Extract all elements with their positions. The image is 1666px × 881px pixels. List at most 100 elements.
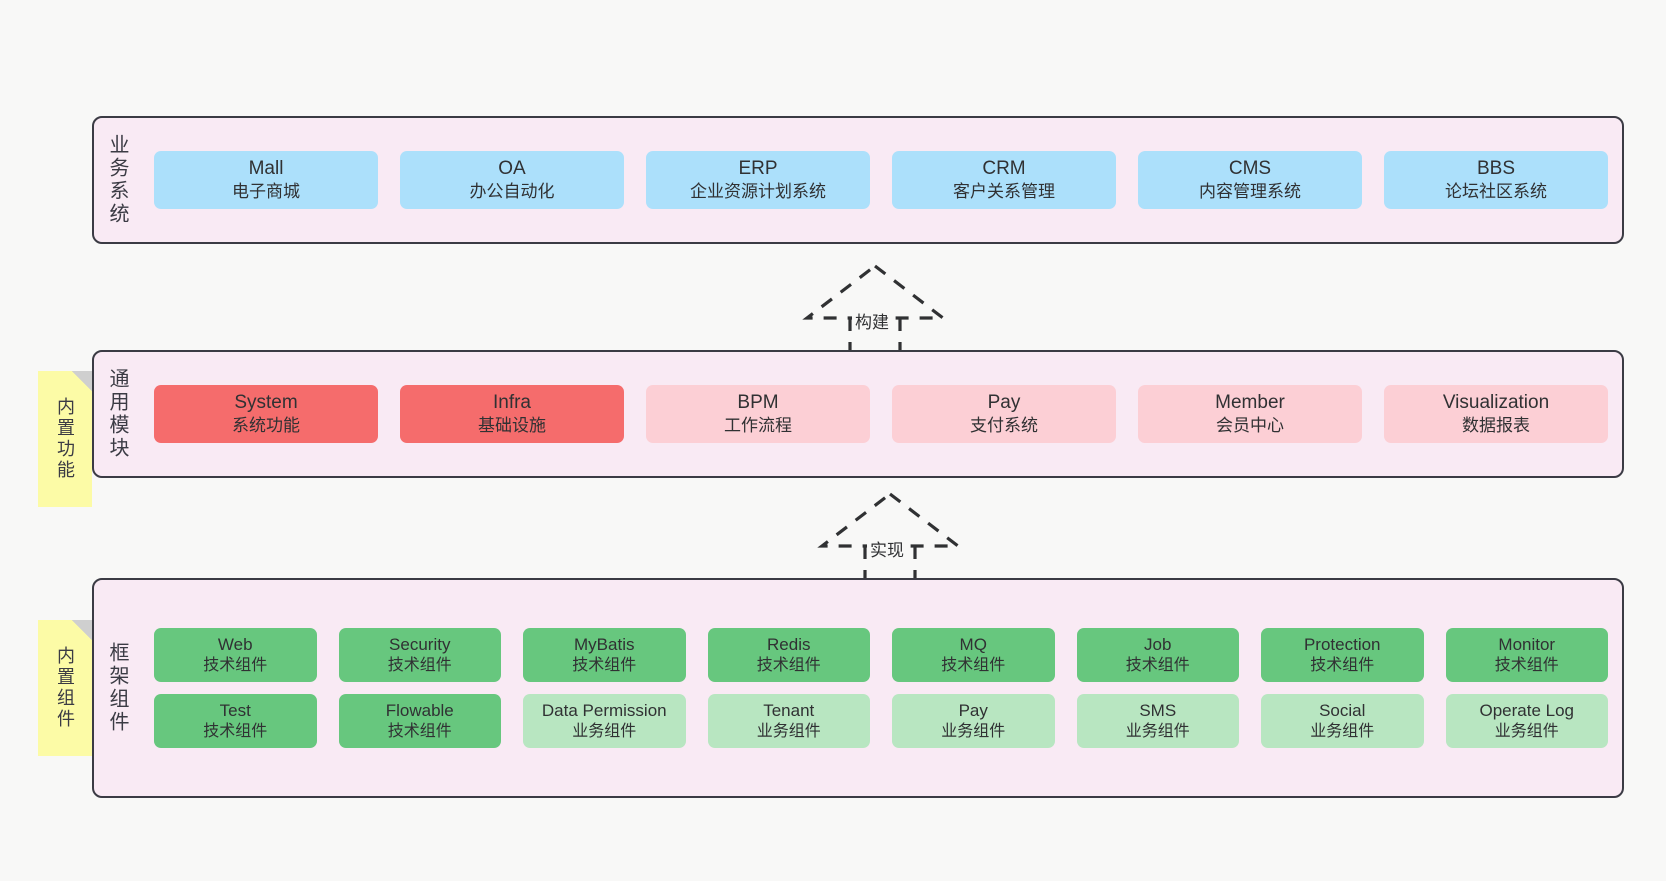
card-bpm[interactable]: BPM 工作流程 — [646, 384, 870, 444]
card-title-cn: 技术组件 — [1310, 656, 1375, 674]
card-title-en: Monitor — [1498, 634, 1556, 654]
card-title-en: MQ — [959, 634, 987, 654]
card-infra[interactable]: Infra 基础设施 — [400, 384, 624, 444]
card-title-cn: 业务组件 — [756, 722, 821, 740]
card-oa[interactable]: OA 办公自动化 — [400, 150, 624, 210]
card-flowable[interactable]: Flowable 技术组件 — [338, 694, 501, 749]
card-title-en: Flowable — [385, 701, 454, 720]
card-title-cn: 会员中心 — [1216, 416, 1284, 436]
card-title-en: Mall — [248, 157, 284, 179]
card-protection[interactable]: Protection 技术组件 — [1261, 627, 1424, 682]
arrow-stem — [848, 318, 902, 354]
card-title-cn: 技术组件 — [387, 656, 452, 674]
card-title-en: BBS — [1476, 157, 1516, 179]
card-mybatis[interactable]: MyBatis 技术组件 — [523, 627, 686, 682]
card-title-cn: 业务组件 — [1310, 722, 1375, 740]
card-title-en: CMS — [1228, 157, 1272, 179]
card-title-en: System — [234, 391, 298, 413]
card-title-en: MyBatis — [574, 634, 635, 654]
card-title-en: Operate Log — [1479, 701, 1574, 720]
card-tenant[interactable]: Tenant 业务组件 — [707, 694, 870, 749]
card-title-cn: 企业资源计划系统 — [690, 182, 826, 202]
card-title-en: Job — [1144, 634, 1172, 654]
card-row: Test 技术组件 Flowable 技术组件 Data Permission … — [154, 694, 1608, 749]
layer-framework-components: 框架组件 Web 技术组件 Security 技术组件 MyBatis 技术组件 — [92, 578, 1624, 798]
layer-business-systems: 业务系统 Mall 电子商城 OA 办公自动化 ERP 企业资源计划系统 — [92, 116, 1624, 244]
card-title-cn: 数据报表 — [1462, 416, 1530, 436]
card-title-cn: 办公自动化 — [469, 182, 555, 202]
connector-build: 构建 — [800, 262, 950, 354]
card-operate-log[interactable]: Operate Log 业务组件 — [1445, 694, 1608, 749]
layer-title-framework-components: 框架组件 — [106, 642, 128, 734]
card-data-permission[interactable]: Data Permission 业务组件 — [523, 694, 686, 749]
card-title-cn: 技术组件 — [1125, 656, 1190, 674]
card-title-en: Social — [1319, 701, 1366, 720]
card-mq[interactable]: MQ 技术组件 — [892, 627, 1055, 682]
card-title-cn: 内容管理系统 — [1199, 182, 1301, 202]
card-title-cn: 工作流程 — [724, 416, 792, 436]
card-row: Web 技术组件 Security 技术组件 MyBatis 技术组件 Redi… — [154, 627, 1608, 682]
card-title-en: Data Permission — [541, 701, 667, 720]
card-title-cn: 支付系统 — [970, 416, 1038, 436]
card-title-en: Member — [1215, 391, 1285, 413]
note-label: 内置组件 — [55, 646, 75, 730]
card-pay-business[interactable]: Pay 业务组件 — [892, 694, 1055, 749]
card-social[interactable]: Social 业务组件 — [1261, 694, 1424, 749]
card-title-cn: 业务组件 — [941, 722, 1006, 740]
card-title-en: Test — [219, 701, 251, 720]
card-title-cn: 业务组件 — [572, 722, 637, 740]
card-monitor[interactable]: Monitor 技术组件 — [1445, 627, 1608, 682]
card-security[interactable]: Security 技术组件 — [338, 627, 501, 682]
card-crm[interactable]: CRM 客户关系管理 — [892, 150, 1116, 210]
card-mall[interactable]: Mall 电子商城 — [154, 150, 378, 210]
layer-common-modules: 通用模块 System 系统功能 Infra 基础设施 BPM 工作流程 — [92, 350, 1624, 478]
card-cms[interactable]: CMS 内容管理系统 — [1138, 150, 1362, 210]
card-title-en: Pay — [958, 701, 988, 720]
card-title-cn: 技术组件 — [387, 722, 452, 740]
card-title-en: Infra — [492, 391, 532, 413]
card-title-en: Tenant — [763, 701, 815, 720]
card-bbs[interactable]: BBS 论坛社区系统 — [1384, 150, 1608, 210]
card-pay[interactable]: Pay 支付系统 — [892, 384, 1116, 444]
card-title-en: Security — [389, 634, 451, 654]
card-title-en: BPM — [737, 391, 779, 413]
card-title-cn: 技术组件 — [756, 656, 821, 674]
note-label: 内置功能 — [55, 397, 75, 481]
card-title-cn: 电子商城 — [232, 182, 300, 202]
card-title-cn: 业务组件 — [1125, 722, 1190, 740]
note-builtin-features: 内置功能 — [38, 371, 92, 507]
card-erp[interactable]: ERP 企业资源计划系统 — [646, 150, 870, 210]
card-title-en: Redis — [767, 634, 811, 654]
card-row: System 系统功能 Infra 基础设施 BPM 工作流程 Pay 支付系统 — [154, 384, 1608, 444]
card-sms[interactable]: SMS 业务组件 — [1076, 694, 1239, 749]
card-member[interactable]: Member 会员中心 — [1138, 384, 1362, 444]
card-title-cn: 客户关系管理 — [953, 182, 1055, 202]
card-title-cn: 系统功能 — [232, 416, 300, 436]
arrow-stem — [863, 546, 917, 582]
connector-label-implement: 实现 — [867, 536, 907, 561]
layer-title-business-systems: 业务系统 — [106, 134, 128, 226]
card-title-cn: 技术组件 — [203, 722, 268, 740]
card-system[interactable]: System 系统功能 — [154, 384, 378, 444]
card-title-cn: 技术组件 — [572, 656, 637, 674]
card-title-en: Protection — [1303, 634, 1381, 654]
card-title-cn: 基础设施 — [478, 416, 546, 436]
card-visualization[interactable]: Visualization 数据报表 — [1384, 384, 1608, 444]
layer-body-business-systems: Mall 电子商城 OA 办公自动化 ERP 企业资源计划系统 CRM 客户关系… — [140, 118, 1622, 242]
card-job[interactable]: Job 技术组件 — [1076, 627, 1239, 682]
note-builtin-components: 内置组件 — [38, 620, 92, 756]
connector-implement: 实现 — [815, 490, 965, 582]
card-web[interactable]: Web 技术组件 — [154, 627, 317, 682]
card-test[interactable]: Test 技术组件 — [154, 694, 317, 749]
card-title-en: Pay — [987, 391, 1021, 413]
layer-body-common-modules: System 系统功能 Infra 基础设施 BPM 工作流程 Pay 支付系统 — [140, 352, 1622, 476]
card-redis[interactable]: Redis 技术组件 — [707, 627, 870, 682]
card-row: Mall 电子商城 OA 办公自动化 ERP 企业资源计划系统 CRM 客户关系… — [154, 150, 1608, 210]
card-title-en: Web — [217, 634, 253, 654]
card-title-cn: 技术组件 — [1494, 656, 1559, 674]
card-title-cn: 业务组件 — [1494, 722, 1559, 740]
card-title-en: CRM — [982, 157, 1026, 179]
connector-label-build: 构建 — [852, 308, 892, 333]
card-title-cn: 论坛社区系统 — [1445, 182, 1547, 202]
